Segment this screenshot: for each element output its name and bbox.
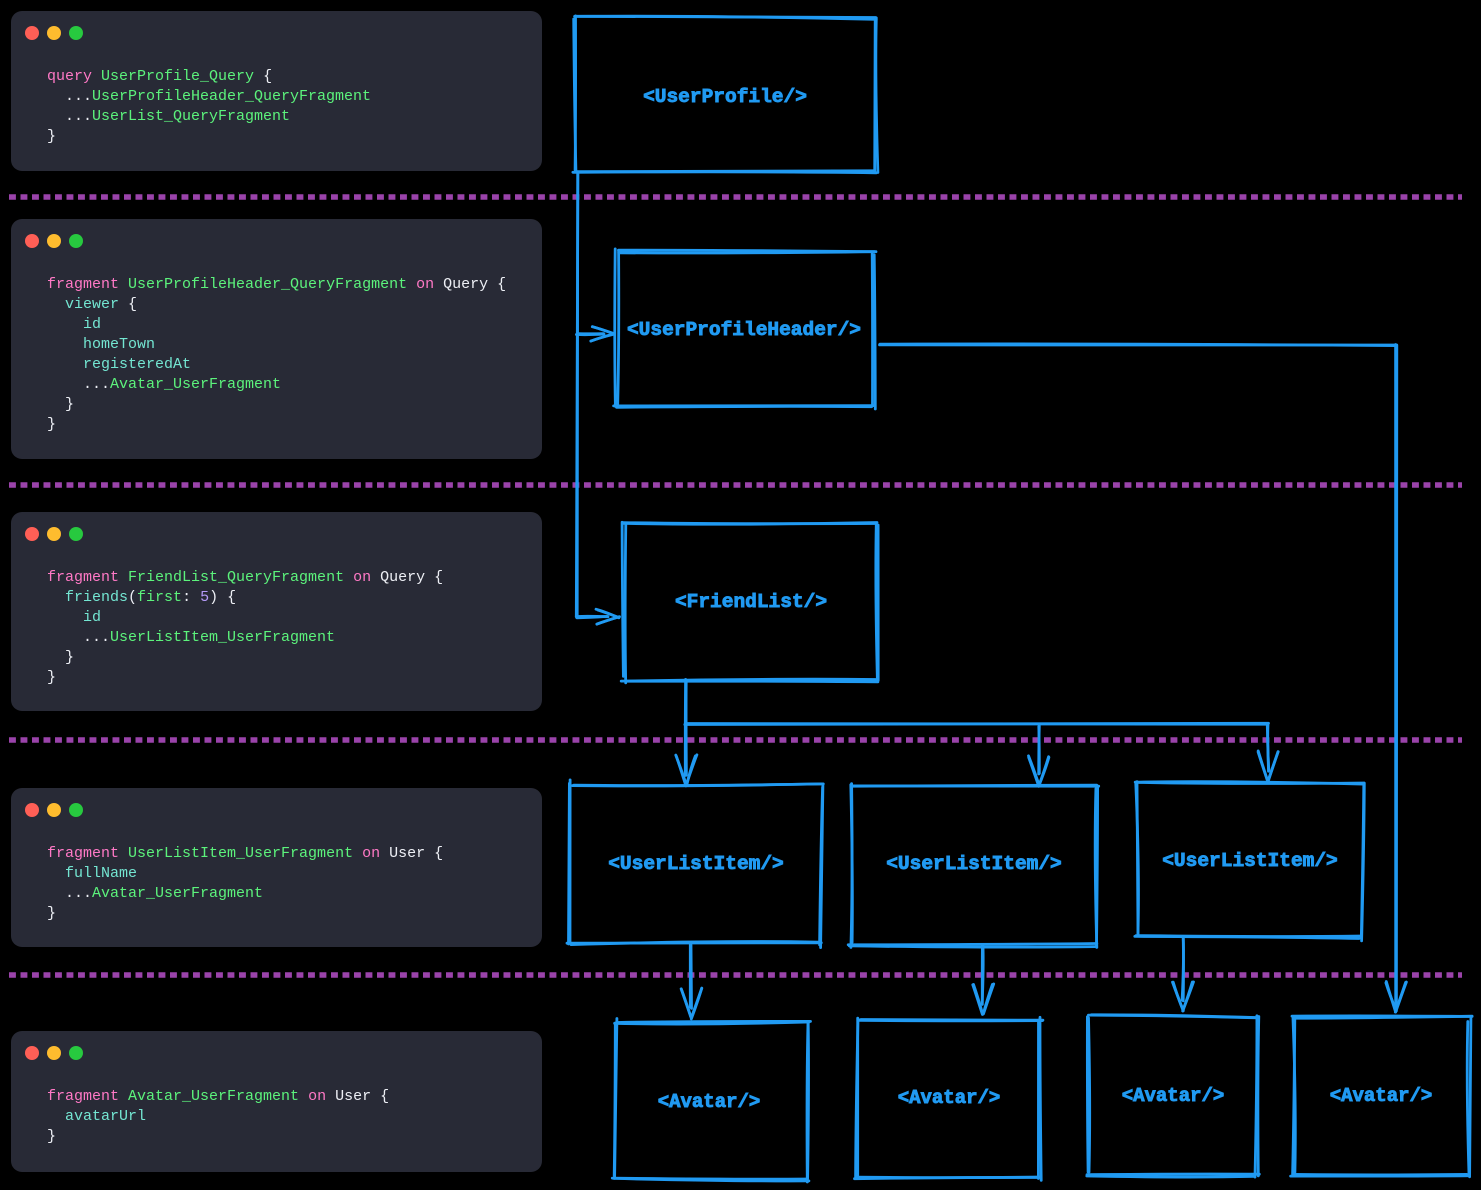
- svg-text:<FriendList/>: <FriendList/>: [675, 591, 827, 613]
- svg-text:<Avatar/>: <Avatar/>: [1122, 1085, 1225, 1107]
- svg-text:<Avatar/>: <Avatar/>: [658, 1091, 761, 1113]
- svg-text:<UserListItem/>: <UserListItem/>: [608, 853, 784, 875]
- svg-text:<Avatar/>: <Avatar/>: [1330, 1085, 1433, 1107]
- svg-text:<UserListItem/>: <UserListItem/>: [1162, 850, 1338, 872]
- svg-text:<Avatar/>: <Avatar/>: [898, 1087, 1001, 1109]
- svg-text:<UserProfileHeader/>: <UserProfileHeader/>: [627, 319, 861, 341]
- svg-text:<UserProfile/>: <UserProfile/>: [643, 86, 807, 108]
- svg-text:<UserListItem/>: <UserListItem/>: [886, 853, 1062, 875]
